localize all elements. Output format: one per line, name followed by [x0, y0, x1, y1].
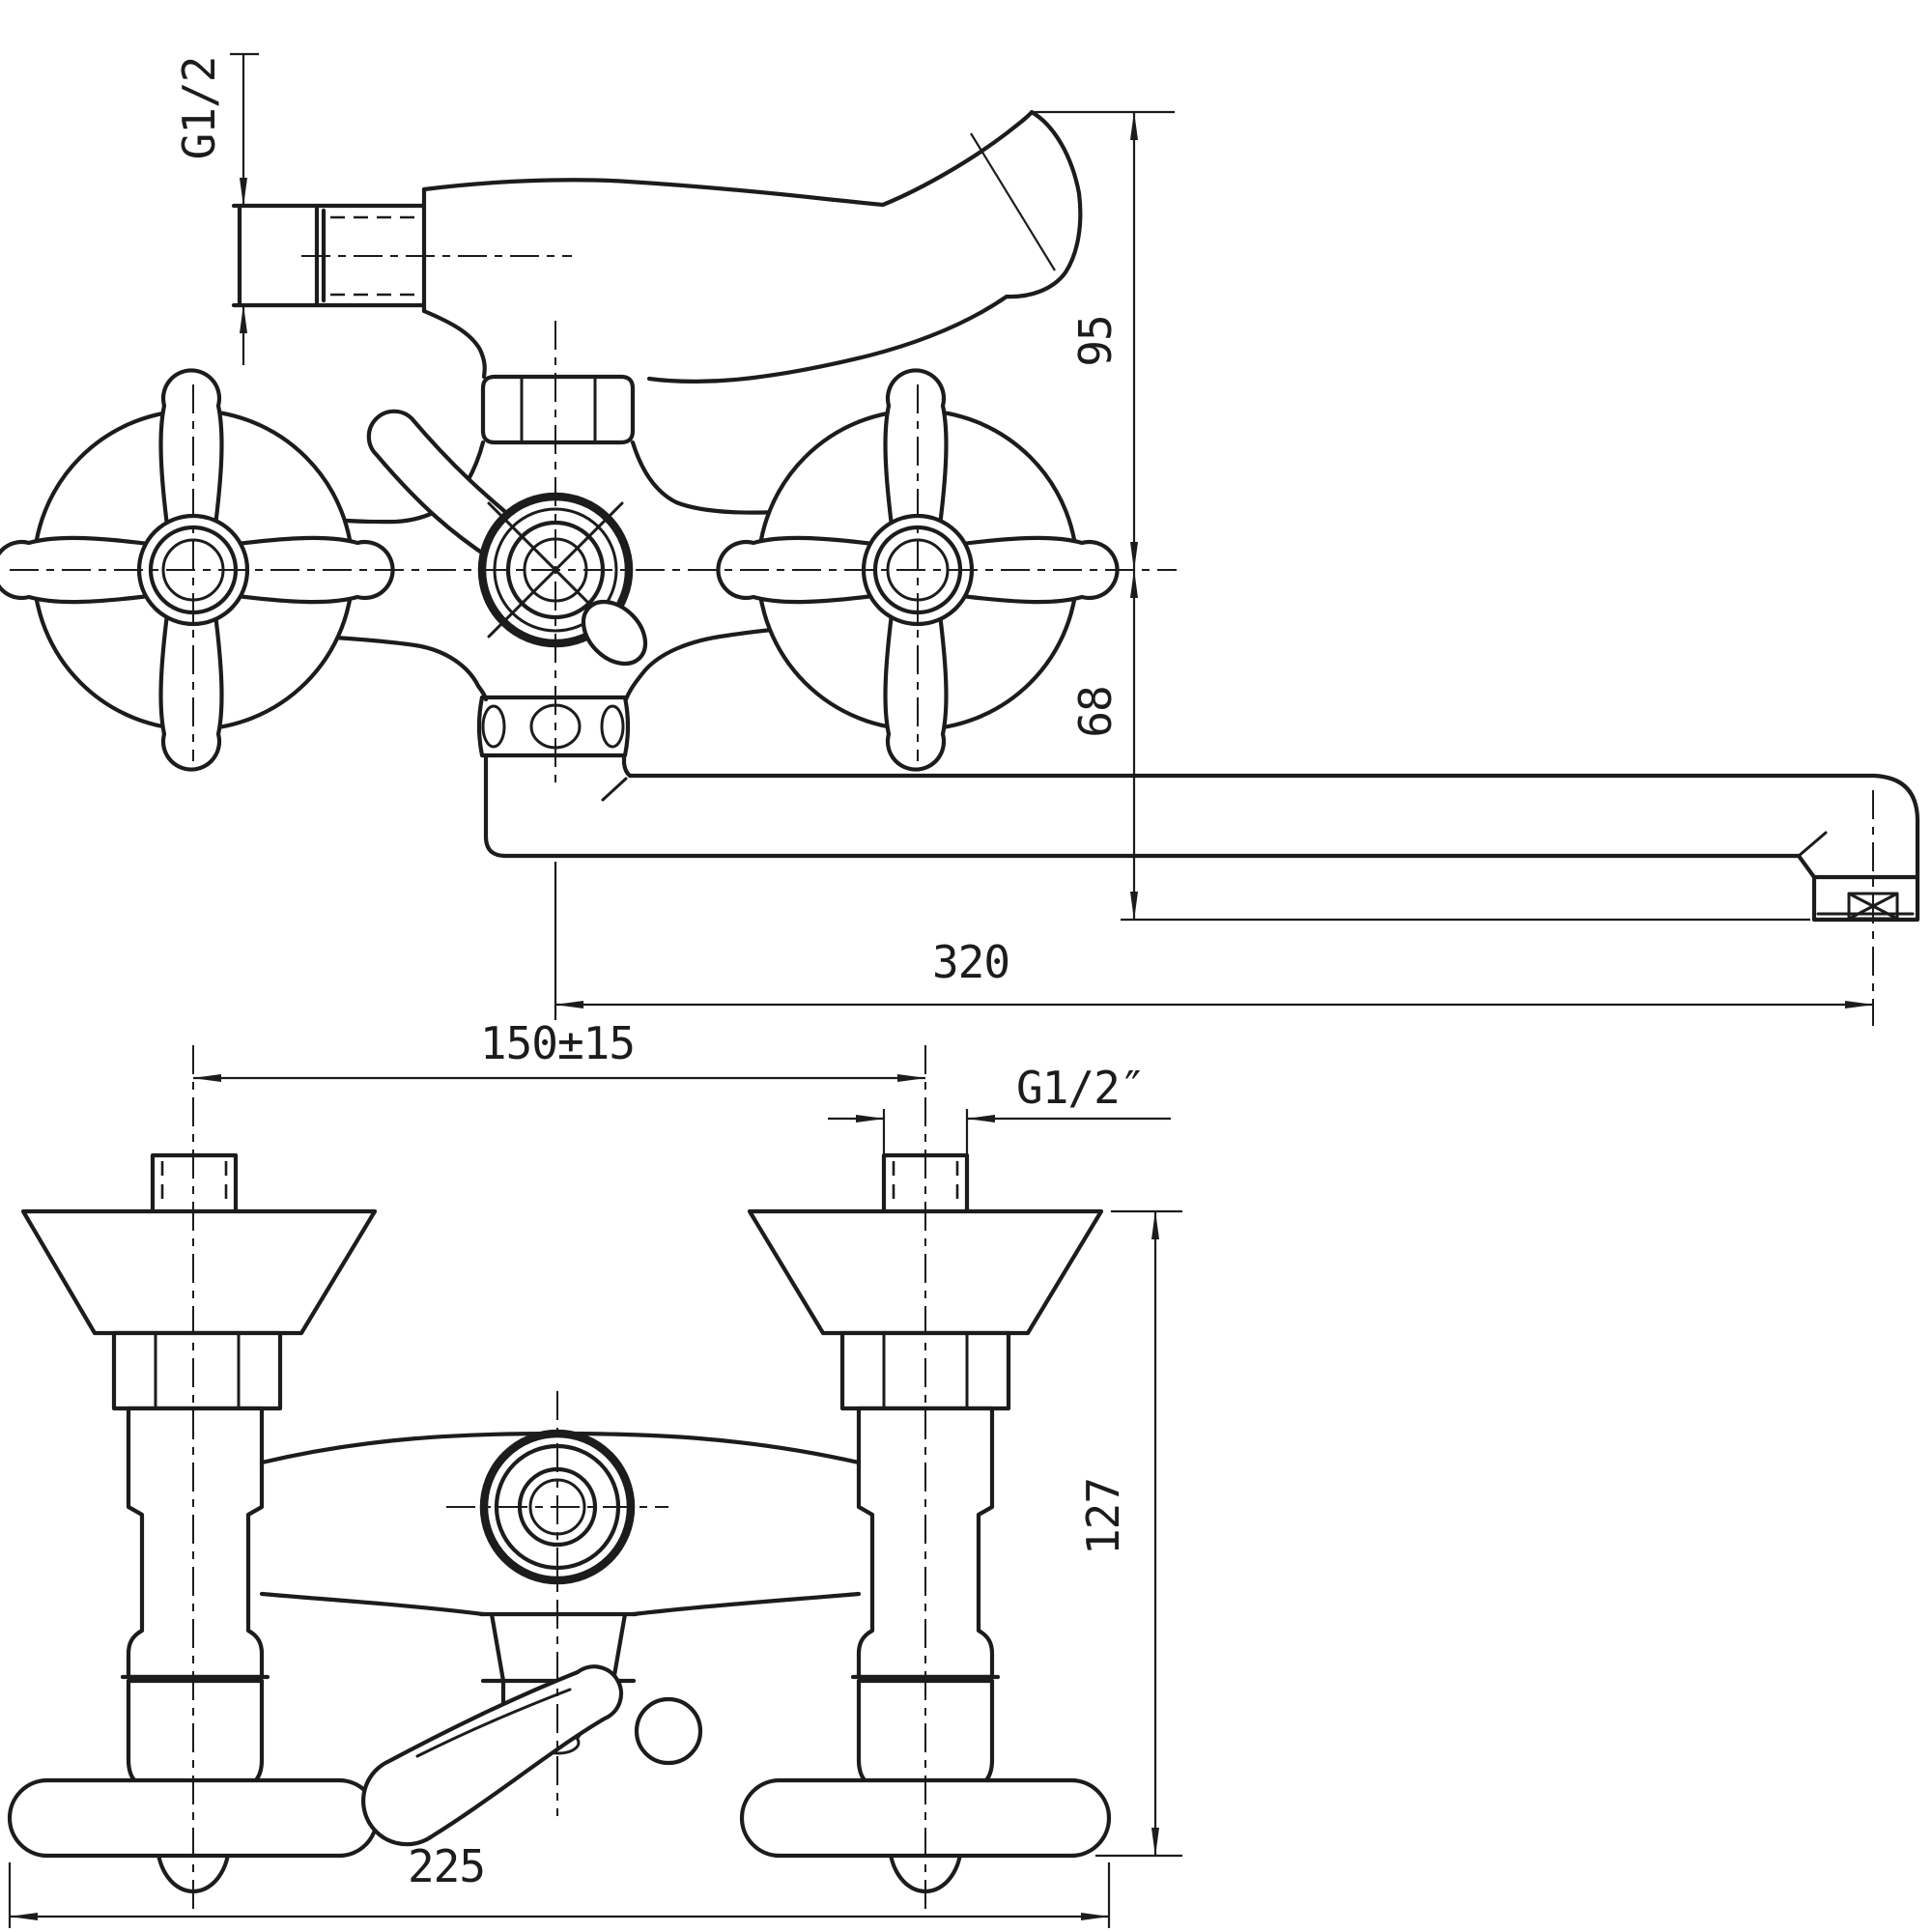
faucet-upper-body	[421, 109, 1083, 384]
diverter-knob	[581, 599, 648, 667]
dim-height-68: 68	[1069, 686, 1122, 737]
spout-collar	[476, 695, 631, 758]
front-view: G1/2 95 68 320	[0, 52, 1920, 1026]
body-neck-left	[421, 308, 487, 380]
dim-spout-320: 320	[932, 936, 1009, 988]
plan-left-connection	[7, 1152, 380, 1894]
dim-height-95: 95	[1069, 315, 1122, 366]
dim-center-distance: 150±15	[480, 1017, 635, 1069]
plan-dimensions: 150±15 G1/2″ 127 225	[8, 1017, 1182, 1928]
body-bar	[258, 440, 859, 702]
dim-plan-thread: G1/2″	[1016, 1062, 1145, 1114]
front-centerlines	[10, 255, 1874, 1026]
hex-nut	[480, 374, 636, 445]
plan-centerlines	[192, 1045, 926, 1911]
dim-depth-127: 127	[1077, 1478, 1129, 1555]
cradle-break-line	[970, 132, 1056, 271]
dim-width-225: 225	[408, 1840, 485, 1892]
plan-diverter-lever	[361, 1664, 624, 1847]
spout	[483, 753, 1920, 923]
dim-top-thread: G1/2	[173, 57, 225, 160]
front-dimensions: G1/2 95 68 320	[173, 52, 1874, 1020]
plan-diverter-knob	[634, 1696, 703, 1766]
plan-view: 150±15 G1/2″ 127 225	[7, 1017, 1182, 1928]
top-thread-pipe	[231, 186, 427, 314]
diverter-boss	[477, 492, 648, 667]
